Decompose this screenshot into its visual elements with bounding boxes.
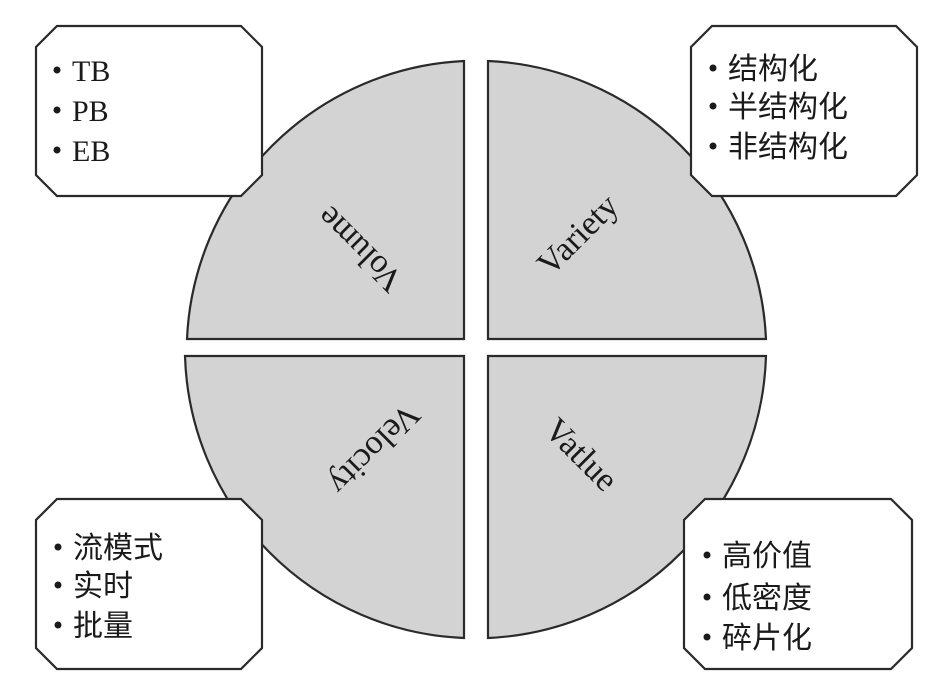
callout-box-value: [682, 497, 914, 671]
bullet-item: 高价值: [722, 540, 812, 573]
callout-box-variety: [689, 24, 919, 198]
bullet-item: EB: [72, 135, 110, 168]
bullet-item: 流模式: [73, 532, 163, 565]
bullet-item: 碎片化: [722, 622, 812, 655]
bullet-dot: [54, 621, 62, 629]
bullet-dot: [709, 102, 717, 110]
quadrant-velocity: [183, 354, 466, 640]
bullet-dot: [703, 593, 711, 601]
bullet-list-variety: 结构化 半结构化 非结构化: [709, 53, 848, 164]
bullet-item: 半结构化: [728, 91, 848, 124]
quadrant-value: [486, 354, 768, 640]
callout-box-velocity: [34, 497, 264, 671]
bullet-dot: [709, 64, 717, 72]
bullet-dot: [53, 146, 61, 154]
bullet-item: 低密度: [722, 582, 812, 615]
bullet-list-value: 高价值 低密度 碎片化: [703, 540, 812, 655]
bullet-item: TB: [72, 55, 110, 88]
bullet-dot: [53, 66, 61, 74]
bullet-dot: [703, 551, 711, 559]
bullet-item: PB: [72, 95, 109, 128]
bullet-list-velocity: 流模式 实时 批量: [54, 532, 163, 643]
bullet-item: 非结构化: [728, 131, 848, 164]
bullet-dot: [54, 543, 62, 551]
bullet-item: 批量: [73, 610, 133, 643]
bullet-item: 结构化: [728, 53, 818, 86]
bullet-dot: [53, 106, 61, 114]
bullet-list-volume: TB PB EB: [53, 55, 110, 168]
bullet-item: 实时: [73, 570, 133, 603]
callout-box-volume: [34, 24, 264, 198]
bullet-dot: [703, 633, 711, 641]
bullet-dot: [709, 142, 717, 150]
bullet-dot: [54, 581, 62, 589]
